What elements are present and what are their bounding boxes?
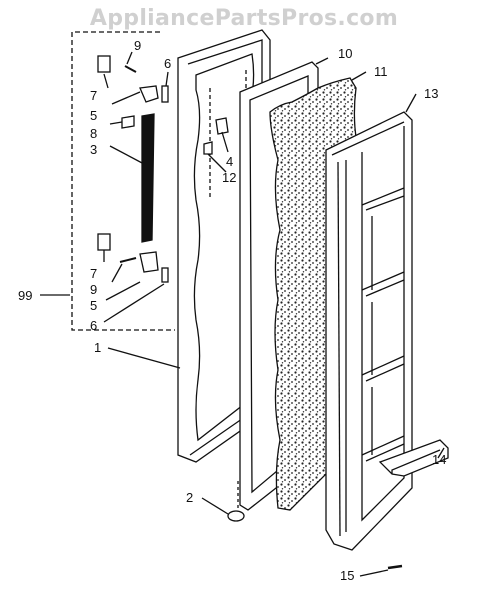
callout-4: 4 — [226, 154, 233, 169]
door-stop — [215, 117, 229, 135]
door-bottom-cap — [227, 510, 245, 522]
kit-bracket — [71, 31, 175, 331]
liner-shelf-1 — [361, 187, 405, 211]
hinge-cap-lower — [97, 233, 111, 251]
hinge-screw-lower — [119, 257, 137, 263]
hinge-rod — [141, 113, 155, 243]
hinge-pin-upper — [161, 85, 169, 103]
callout-99: 99 — [18, 288, 32, 303]
callout-labels: 9 6 7 5 8 3 4 12 10 11 13 99 7 9 5 6 1 2… — [18, 38, 446, 583]
callout-1: 1 — [94, 340, 101, 355]
door-liner — [325, 111, 413, 551]
callout-3: 3 — [90, 142, 97, 157]
callout-9-upper: 9 — [134, 38, 141, 53]
shim-plate — [121, 115, 135, 129]
bin-screw — [387, 564, 403, 570]
watermark-text: AppliancePartsPros.com — [89, 6, 399, 31]
hinge-bracket-lower — [139, 251, 159, 273]
callout-14: 14 — [432, 452, 446, 467]
liner-shelf-4 — [361, 435, 405, 462]
callout-5-lower: 5 — [90, 298, 97, 313]
callout-15: 15 — [340, 568, 354, 583]
hinge-bracket-upper — [139, 85, 159, 103]
callout-7-lower: 7 — [90, 266, 97, 281]
clip-12 — [203, 141, 213, 155]
callout-12: 12 — [222, 170, 236, 185]
hinge-cap-upper — [97, 55, 111, 73]
hinge-pin-lower — [161, 267, 169, 283]
callout-13: 13 — [424, 86, 438, 101]
hinge-screw-upper — [124, 65, 137, 73]
callout-6-upper: 6 — [164, 56, 171, 71]
callout-7-upper: 7 — [90, 88, 97, 103]
callout-8: 8 — [90, 126, 97, 141]
callout-11: 11 — [374, 64, 388, 79]
callout-2: 2 — [186, 490, 193, 505]
callout-10: 10 — [338, 46, 352, 61]
callout-6-lower: 6 — [90, 318, 97, 333]
liner-shelf-2 — [361, 271, 405, 297]
liner-shelf-3 — [361, 355, 405, 382]
callout-9-lower: 9 — [90, 282, 97, 297]
callout-5-upper: 5 — [90, 108, 97, 123]
